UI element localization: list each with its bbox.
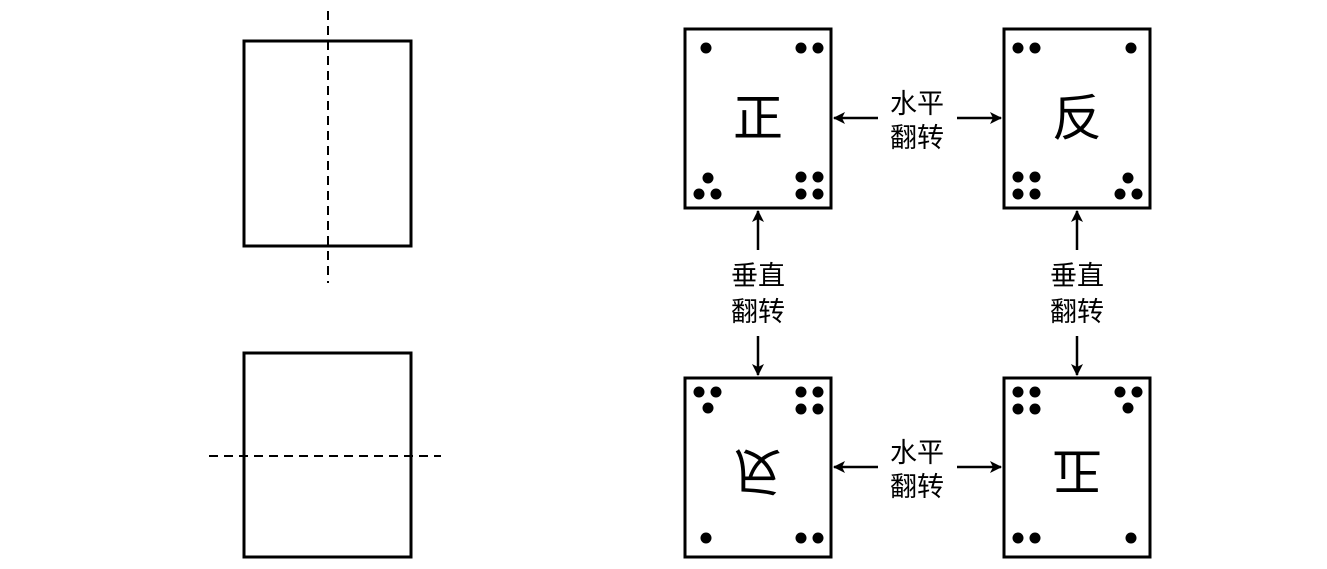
vertical-flip-label-line1: 垂直 bbox=[731, 261, 785, 292]
card-glyph: 正 bbox=[733, 90, 783, 148]
vertical-axis-example bbox=[242, 11, 413, 283]
vertical-flip-right: 垂直 翻转 bbox=[1050, 210, 1104, 376]
card-bottom-left: 反 bbox=[683, 376, 833, 559]
dots bbox=[693, 42, 824, 200]
card-top-right: 反 bbox=[1002, 27, 1152, 210]
vertical-flip-left: 垂直 翻转 bbox=[731, 210, 785, 376]
vertical-flip-label-line2: 翻转 bbox=[731, 297, 785, 328]
card-top-left: 正 bbox=[683, 27, 833, 210]
dots bbox=[1012, 42, 1143, 200]
vertical-flip-label-line1: 垂直 bbox=[1050, 261, 1104, 292]
horizontal-axis-example bbox=[209, 351, 441, 559]
horizontal-flip-label-line1: 水平 bbox=[890, 89, 944, 120]
card-frame bbox=[683, 27, 833, 210]
horizontal-flip-label-line2: 翻转 bbox=[890, 472, 944, 503]
card-frame bbox=[1002, 27, 1152, 210]
horizontal-flip-bottom: 水平 翻转 bbox=[833, 438, 1002, 503]
dots bbox=[1012, 386, 1143, 544]
horizontal-flip-top: 水平 翻转 bbox=[833, 89, 1002, 154]
dots bbox=[693, 386, 824, 544]
card-glyph-flipped: 正 bbox=[1052, 442, 1102, 500]
card-bottom-right: 正 bbox=[1002, 376, 1152, 559]
card-frame bbox=[683, 376, 833, 559]
horizontal-flip-label-line1: 水平 bbox=[890, 438, 944, 469]
card-glyph: 反 bbox=[1052, 90, 1102, 148]
card-glyph-flipped: 反 bbox=[733, 442, 783, 500]
horizontal-flip-label-line2: 翻转 bbox=[890, 123, 944, 154]
card-frame bbox=[1002, 376, 1152, 559]
vertical-flip-label-line2: 翻转 bbox=[1050, 297, 1104, 328]
